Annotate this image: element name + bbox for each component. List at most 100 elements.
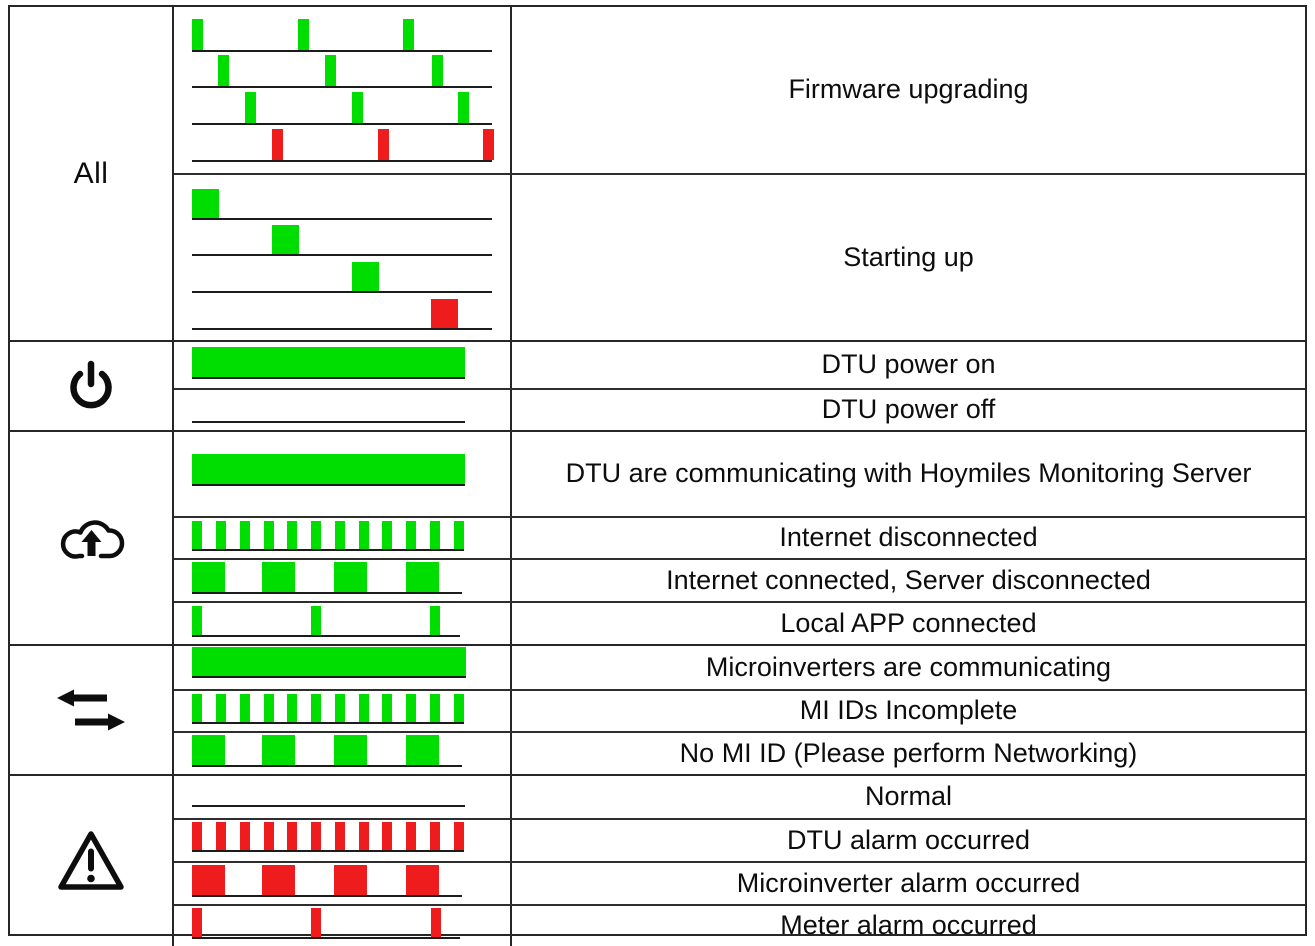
led-bar-red xyxy=(272,129,283,160)
led-baseline xyxy=(192,805,465,807)
led-bar-green xyxy=(352,92,363,123)
led-bar-red xyxy=(431,299,458,328)
led-bar-green xyxy=(406,735,439,765)
led-baseline xyxy=(192,484,465,486)
led-baseline xyxy=(192,50,492,52)
led-bar-green xyxy=(216,521,226,549)
led-bar-green xyxy=(311,694,321,722)
led-bar-green xyxy=(311,521,321,549)
led-bar-green xyxy=(298,19,309,50)
led-bar-green xyxy=(406,521,416,549)
group-cloud: DTU are communicating with Hoymiles Moni… xyxy=(10,430,1305,644)
led-bar-red xyxy=(216,822,226,850)
led-pattern-cell xyxy=(174,560,512,601)
status-description: Starting up xyxy=(843,241,974,272)
status-description: Internet disconnected xyxy=(779,522,1038,553)
led-bar-green xyxy=(334,562,367,592)
led-pattern-cell xyxy=(174,390,512,430)
led-bar-red xyxy=(192,908,202,937)
group-rows-mi: Microinverters are communicating MI IDs I… xyxy=(174,646,1305,774)
led-bar-red xyxy=(311,822,321,850)
led-bar-red xyxy=(335,822,345,850)
icon-cell-alarm xyxy=(10,776,174,946)
icon-cell-all: All xyxy=(10,7,174,340)
led-baseline xyxy=(192,635,460,637)
table-row: Microinverter alarm occurred xyxy=(174,861,1305,904)
led-pattern-cell xyxy=(174,863,512,904)
description-cell: Firmware upgrading xyxy=(512,7,1305,173)
status-description: Firmware upgrading xyxy=(788,74,1029,105)
led-bar-green xyxy=(359,521,369,549)
led-bar-green xyxy=(192,521,202,549)
led-baseline xyxy=(192,421,465,423)
table-row: Meter alarm occurred xyxy=(174,904,1305,946)
description-cell: Local APP connected xyxy=(512,603,1305,644)
status-description: Internet connected, Server disconnected xyxy=(666,564,1151,595)
led-baseline xyxy=(192,123,492,125)
description-cell: Microinverter alarm occurred xyxy=(512,863,1305,904)
description-cell: Internet connected, Server disconnected xyxy=(512,560,1305,601)
table-row: MI IDs Incomplete xyxy=(174,689,1305,731)
led-bar-red xyxy=(262,865,295,895)
led-pattern-cell xyxy=(174,432,512,516)
led-pattern-cell xyxy=(174,776,512,818)
led-bar-green xyxy=(240,521,250,549)
led-bar-green xyxy=(430,694,440,722)
table-row: DTU power on xyxy=(174,342,1305,388)
led-bar-green xyxy=(335,694,345,722)
table-row: DTU alarm occurred xyxy=(174,818,1305,861)
led-bar-red xyxy=(406,865,439,895)
led-bar-green xyxy=(287,694,297,722)
led-baseline xyxy=(192,937,460,939)
status-description: MI IDs Incomplete xyxy=(799,695,1018,726)
led-bar-red xyxy=(192,822,202,850)
led-bar-red xyxy=(334,865,367,895)
led-bar-green xyxy=(430,606,440,635)
led-pattern-cell xyxy=(174,646,512,689)
led-bar-green xyxy=(311,606,321,635)
led-bar-green xyxy=(325,55,336,86)
status-description: Normal xyxy=(864,781,952,812)
led-bar-green xyxy=(192,606,202,635)
table-row: Microinverters are communicating xyxy=(174,646,1305,689)
led-pattern-cell xyxy=(174,733,512,774)
led-baseline xyxy=(192,676,466,678)
led-baseline xyxy=(192,722,464,724)
cloud-upload-icon xyxy=(60,520,125,559)
description-cell: Starting up xyxy=(512,175,1305,340)
led-bar-red xyxy=(378,129,389,160)
led-baseline xyxy=(192,377,465,379)
led-baseline xyxy=(192,328,492,330)
led-baseline xyxy=(192,291,492,293)
status-description: Microinverter alarm occurred xyxy=(736,867,1081,898)
led-baseline xyxy=(192,218,492,220)
description-cell: Meter alarm occurred xyxy=(512,906,1305,946)
warning-icon xyxy=(58,831,124,890)
exchange-arrows-icon xyxy=(57,689,125,731)
led-bar-green xyxy=(382,521,392,549)
description-cell: MI IDs Incomplete xyxy=(512,691,1305,731)
led-bar-green xyxy=(245,92,256,123)
led-baseline xyxy=(192,549,464,551)
led-bar-red xyxy=(483,129,494,160)
led-bar-red xyxy=(240,822,250,850)
description-cell: Normal xyxy=(512,776,1305,818)
led-bar-green xyxy=(359,694,369,722)
led-pattern-cell xyxy=(174,175,512,340)
led-bar-red xyxy=(192,865,225,895)
status-description: Local APP connected xyxy=(780,607,1037,638)
table-row: Normal xyxy=(174,776,1305,818)
led-bar-green xyxy=(192,454,465,484)
table-row: Starting up xyxy=(174,173,1305,340)
led-bar-green xyxy=(192,189,219,218)
led-bar-green xyxy=(262,562,295,592)
led-baseline xyxy=(192,592,462,594)
led-bar-green xyxy=(334,735,367,765)
led-bar-green xyxy=(192,647,466,676)
led-baseline xyxy=(192,765,462,767)
led-bar-green xyxy=(240,694,250,722)
led-bar-green xyxy=(287,521,297,549)
